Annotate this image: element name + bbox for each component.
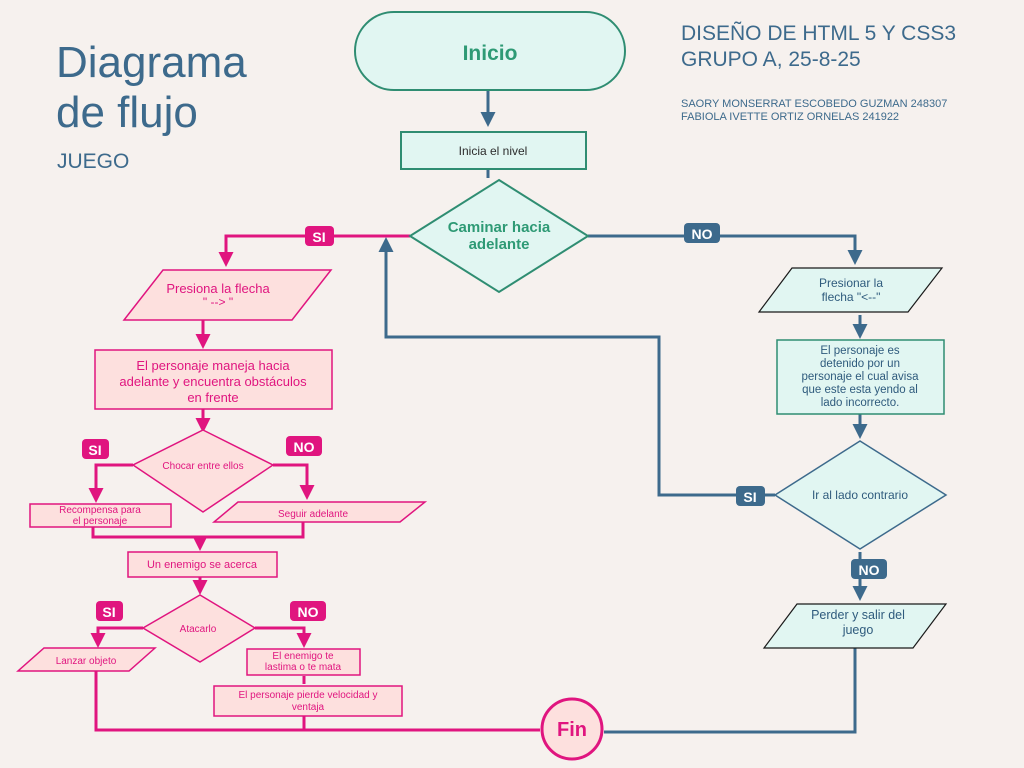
press-left-input — [757, 267, 944, 313]
arrow-collide-no — [273, 463, 315, 500]
start-level-box — [400, 131, 587, 170]
slow-label-2: ventaja — [292, 702, 325, 713]
press-left-label-1: Presionar la — [819, 276, 883, 290]
lose-label-2: juego — [842, 623, 874, 637]
slow-box — [213, 685, 403, 717]
stopped-box — [776, 339, 945, 415]
no-tag-walk-label: NO — [692, 226, 713, 242]
hurt-label-1: El enemigo te — [272, 651, 334, 662]
start-terminal — [354, 11, 626, 91]
yes-tag-attack — [96, 601, 123, 621]
no-tag-collide — [286, 436, 322, 456]
course-info: DISEÑO DE HTML 5 Y CSS3 GRUPO A, 25-8-25 — [681, 21, 956, 73]
stopped-label-5: lado incorrecto. — [821, 397, 900, 409]
press-right-input — [122, 269, 333, 321]
attack-label: Atacarlo — [180, 624, 217, 635]
no-tag-goback-label: NO — [859, 562, 880, 578]
collide-decision — [131, 429, 275, 513]
yes-tag-collide — [82, 439, 109, 459]
goback-label: Ir al lado contrario — [812, 488, 908, 502]
arrow-walk-no — [588, 234, 863, 265]
blue-connectors — [378, 90, 868, 734]
no-tag-attack-label: NO — [298, 604, 319, 620]
collide-label: Chocar entre ellos — [162, 461, 243, 472]
press-right-label-2: " --> " — [203, 295, 233, 309]
attack-decision — [141, 594, 257, 663]
yes-tag-collide-label: SI — [88, 442, 101, 458]
end-terminal — [540, 697, 604, 761]
arrow-goback-yes-loop — [378, 237, 775, 497]
yes-tag-goback — [736, 486, 765, 506]
walk-label-2: adelante — [469, 236, 530, 253]
course-line-2: GRUPO A, 25-8-25 — [681, 48, 861, 71]
slow-label-1: El personaje pierde velocidad y — [239, 690, 378, 701]
press-right-label-1: Presiona la flecha — [166, 281, 270, 296]
enemy-label: Un enemigo se acerca — [147, 559, 258, 571]
yes-tag-walk — [305, 226, 334, 246]
arrow-attack-no — [255, 626, 312, 648]
stopped-label-3: personaje el cual avisa — [802, 371, 920, 383]
author-1: SAORY MONSERRAT ESCOBEDO GUZMAN 248307 — [681, 98, 948, 110]
press-left-label-2: flecha "<--" — [822, 290, 881, 304]
reward-box — [29, 503, 172, 528]
yes-tag-goback-label: SI — [743, 489, 756, 505]
goback-decision — [773, 440, 948, 550]
hurt-label-2: lastima o te mata — [265, 662, 342, 673]
enemy-box — [127, 551, 278, 578]
arrow-attack-yes — [90, 626, 143, 648]
no-tag-walk — [684, 223, 720, 243]
keep-going-box — [211, 501, 428, 523]
no-tag-collide-label: NO — [294, 439, 315, 455]
throw-label: Lanzar objeto — [56, 656, 117, 667]
moves-label-2: adelante y encuentra obstáculos — [119, 374, 307, 389]
hurt-box — [246, 648, 361, 676]
walk-decision — [408, 178, 590, 294]
moves-label-3: en frente — [187, 390, 238, 405]
page-subtitle: JUEGO — [57, 150, 130, 173]
pink-connectors — [88, 234, 540, 732]
moves-label-1: El personaje maneja hacia — [136, 358, 290, 373]
authors: SAORY MONSERRAT ESCOBEDO GUZMAN 248307 F… — [681, 98, 947, 124]
yes-tag-walk-label: SI — [312, 229, 325, 245]
start-level-label: Inicia el nivel — [459, 144, 528, 158]
reward-label-2: el personaje — [73, 516, 128, 527]
page-title: Diagrama de flujo — [56, 38, 247, 138]
author-2: FABIOLA IVETTE ORTIZ ORNELAS 241922 — [681, 111, 900, 123]
no-tag-attack — [290, 601, 326, 621]
arrow-lose-to-end — [604, 648, 857, 734]
lose-label-1: Perder y salir del — [811, 608, 905, 622]
no-tag-goback — [851, 559, 887, 579]
throw-box — [16, 647, 157, 672]
yes-tag-attack-label: SI — [102, 604, 115, 620]
end-label: Fin — [557, 719, 587, 741]
title-line-1: Diagrama — [56, 38, 247, 87]
course-line-1: DISEÑO DE HTML 5 Y CSS3 — [681, 22, 957, 45]
keep-going-label: Seguir adelante — [278, 509, 348, 520]
arrow-collide-yes — [88, 463, 133, 503]
stopped-label-2: detenido por un — [820, 358, 900, 370]
stopped-label-1: El personaje es — [820, 345, 900, 357]
walk-label-1: Caminar hacia — [448, 219, 551, 236]
stopped-label-4: que este esta yendo al — [802, 384, 918, 396]
arrow-throw-to-end — [94, 670, 540, 732]
lose-box — [762, 603, 948, 649]
reward-label-1: Recompensa para — [59, 505, 141, 516]
arrow-walk-yes — [218, 234, 410, 267]
title-line-2: de flujo — [56, 88, 198, 137]
moves-box — [94, 349, 333, 410]
start-label: Inicio — [463, 42, 518, 65]
